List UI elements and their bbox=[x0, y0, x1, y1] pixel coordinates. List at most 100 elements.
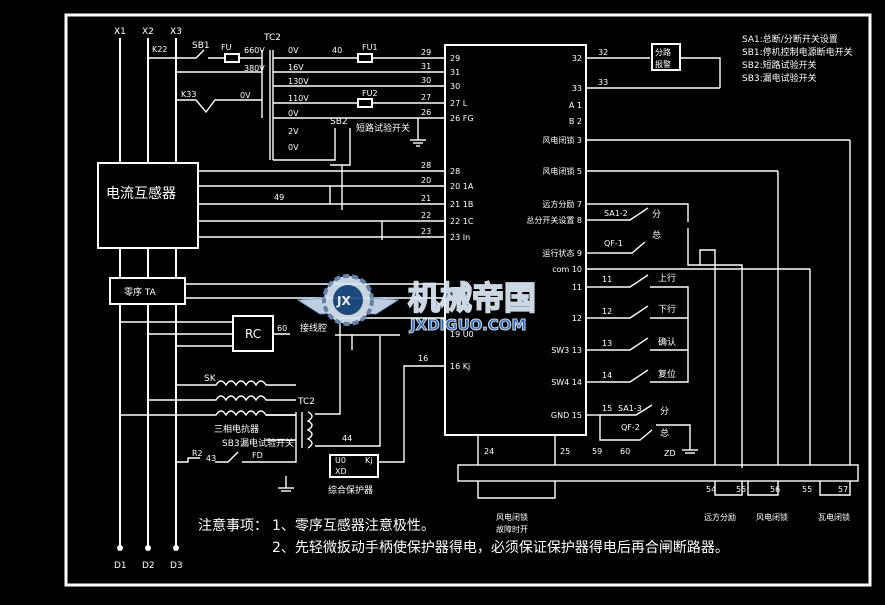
module-pin-30: 30 bbox=[450, 82, 460, 91]
tc2-bottom-label: TC2 bbox=[297, 397, 315, 407]
svg-text:Kj: Kj bbox=[365, 456, 372, 465]
bus-label-d1: D1 bbox=[114, 561, 127, 571]
module-pin-16: 16 Kj bbox=[450, 362, 470, 371]
watermark-url: JXDIGUO.COM bbox=[409, 316, 526, 334]
reactor-label: 三相电抗器 bbox=[214, 423, 259, 435]
up-switch-label: 上行 bbox=[658, 272, 676, 284]
sb3-caption: 漏电试验开关 bbox=[240, 437, 294, 449]
svg-text:60: 60 bbox=[620, 447, 630, 456]
module-pin-27: 27 L bbox=[450, 99, 468, 108]
module-pin-29: 29 bbox=[450, 54, 460, 63]
svg-text:60: 60 bbox=[277, 324, 287, 333]
svg-text:风电闭锁: 风电闭锁 bbox=[496, 512, 528, 522]
svg-text:故障时开: 故障时开 bbox=[496, 524, 528, 534]
svg-text:57: 57 bbox=[838, 485, 848, 494]
svg-text:ZD: ZD bbox=[664, 449, 676, 458]
confirm-switch-label: 确认 bbox=[658, 336, 676, 348]
control-switch-term: 15 bbox=[602, 404, 612, 413]
svg-text:B 2: B 2 bbox=[569, 117, 582, 126]
ct-wiring: 49 bbox=[198, 165, 445, 240]
svg-text:11: 11 bbox=[572, 283, 582, 292]
svg-text:总: 总 bbox=[660, 427, 669, 439]
note-1: 1、零序互感器注意极性。 bbox=[272, 517, 435, 534]
svg-text:55: 55 bbox=[802, 485, 812, 494]
module-pin-21: 21 1B bbox=[450, 200, 473, 209]
legend-line: SB2:短路试验开关 bbox=[742, 59, 817, 71]
tc2-bottom bbox=[266, 317, 445, 449]
svg-text:2V: 2V bbox=[288, 127, 299, 136]
ground-chamber-label: 接线腔 bbox=[300, 322, 327, 334]
svg-text:40: 40 bbox=[332, 46, 342, 55]
bus-label-x2: X2 bbox=[142, 27, 154, 37]
svg-text:26: 26 bbox=[421, 108, 431, 117]
qf1-label: QF-1 bbox=[604, 239, 623, 248]
svg-text:分: 分 bbox=[652, 209, 661, 220]
svg-text:远方分励: 远方分励 bbox=[704, 512, 736, 522]
bus-label-x3: X3 bbox=[170, 27, 182, 37]
svg-text:FU1: FU1 bbox=[362, 43, 378, 52]
svg-text:FU2: FU2 bbox=[362, 89, 378, 98]
svg-text:SW3 13: SW3 13 bbox=[551, 346, 582, 355]
svg-text:0V: 0V bbox=[288, 109, 299, 118]
svg-text:远方分励 7: 远方分励 7 bbox=[542, 199, 582, 209]
svg-text:30: 30 bbox=[421, 76, 431, 85]
bus-label-x1: X1 bbox=[114, 27, 126, 37]
svg-text:660V: 660V bbox=[244, 46, 265, 55]
svg-text:FU: FU bbox=[221, 43, 232, 52]
three-phase-reactor bbox=[120, 380, 296, 417]
svg-text:21: 21 bbox=[421, 194, 431, 203]
branch-alarm bbox=[651, 43, 681, 71]
rc-label: RC bbox=[245, 327, 261, 341]
svg-text:总分开关设置 8: 总分开关设置 8 bbox=[526, 215, 582, 225]
svg-text:23: 23 bbox=[421, 227, 431, 236]
bus-label-d3: D3 bbox=[170, 561, 183, 571]
svg-text:12: 12 bbox=[572, 314, 582, 323]
svg-text:32: 32 bbox=[572, 54, 582, 63]
sb2-caption: 短路试验开关 bbox=[356, 122, 410, 134]
svg-text:56: 56 bbox=[770, 485, 780, 494]
terminal-links bbox=[477, 140, 851, 499]
module-pin-20: 20 1A bbox=[450, 182, 474, 191]
qf2-label: QF-2 bbox=[621, 423, 640, 432]
diagram-frame bbox=[64, 13, 872, 587]
svg-text:0V: 0V bbox=[288, 143, 299, 152]
svg-text:K22: K22 bbox=[152, 45, 167, 54]
reset-switch-label: 复位 bbox=[658, 368, 676, 380]
legend: SA1:总断/分断开关设置 SB1:停机控制电源断电开关 SB2:短路试验开关 … bbox=[742, 33, 853, 84]
svg-text:0V: 0V bbox=[288, 46, 299, 55]
svg-text:110V: 110V bbox=[288, 94, 309, 103]
protector-label: 综合保护器 bbox=[328, 484, 373, 496]
svg-text:380V: 380V bbox=[244, 64, 265, 73]
sb3-label: SB3 bbox=[222, 439, 240, 449]
svg-text:44: 44 bbox=[342, 434, 352, 443]
module-pin-31: 31 bbox=[450, 68, 460, 77]
svg-text:31: 31 bbox=[421, 62, 431, 71]
svg-text:风电闭锁 5: 风电闭锁 5 bbox=[542, 166, 582, 176]
bus-label-d2: D2 bbox=[142, 561, 155, 571]
zero-sequence-ct-label: 零序 TA bbox=[124, 286, 157, 298]
svg-text:运行状态 9: 运行状态 9 bbox=[542, 248, 582, 258]
svg-text:49: 49 bbox=[274, 193, 284, 202]
svg-text:SW4 14: SW4 14 bbox=[551, 378, 582, 387]
control-supply: K22 SB1 FU 660V TC2 380V K33 0V 0V 40 FU… bbox=[148, 33, 445, 166]
svg-text:总: 总 bbox=[652, 229, 661, 241]
notes: 注意事项： 1、零序互感器注意极性。 2、先轻微扳动手柄使保护器得电，必须保证保… bbox=[198, 517, 729, 556]
svg-text:风电闭锁 3: 风电闭锁 3 bbox=[542, 135, 582, 145]
svg-text:K33: K33 bbox=[181, 90, 196, 99]
svg-text:54: 54 bbox=[706, 485, 716, 494]
legend-line: SB1:停机控制电源断电开关 bbox=[742, 46, 853, 58]
svg-text:43: 43 bbox=[206, 454, 216, 463]
module-pin-22: 22 1C bbox=[450, 217, 474, 226]
svg-text:59: 59 bbox=[592, 447, 602, 456]
module-pin-19: 19 U0 bbox=[450, 330, 474, 339]
branch-alarm-label: 分路 bbox=[655, 47, 671, 57]
svg-text:20: 20 bbox=[421, 176, 431, 185]
sa1-2-label: SA1-2 bbox=[604, 209, 628, 218]
tc2-top-label: TC2 bbox=[263, 33, 281, 43]
module-right-pins: 32 33 A 1 B 2 风电闭锁 3 风电闭锁 5 远方分励 7 总分开关设… bbox=[526, 54, 582, 420]
legend-line: SA1:总断/分断开关设置 bbox=[742, 33, 838, 45]
control-switch-term: 13 bbox=[602, 339, 612, 348]
svg-text:XD: XD bbox=[335, 467, 347, 476]
svg-text:0V: 0V bbox=[240, 91, 251, 100]
